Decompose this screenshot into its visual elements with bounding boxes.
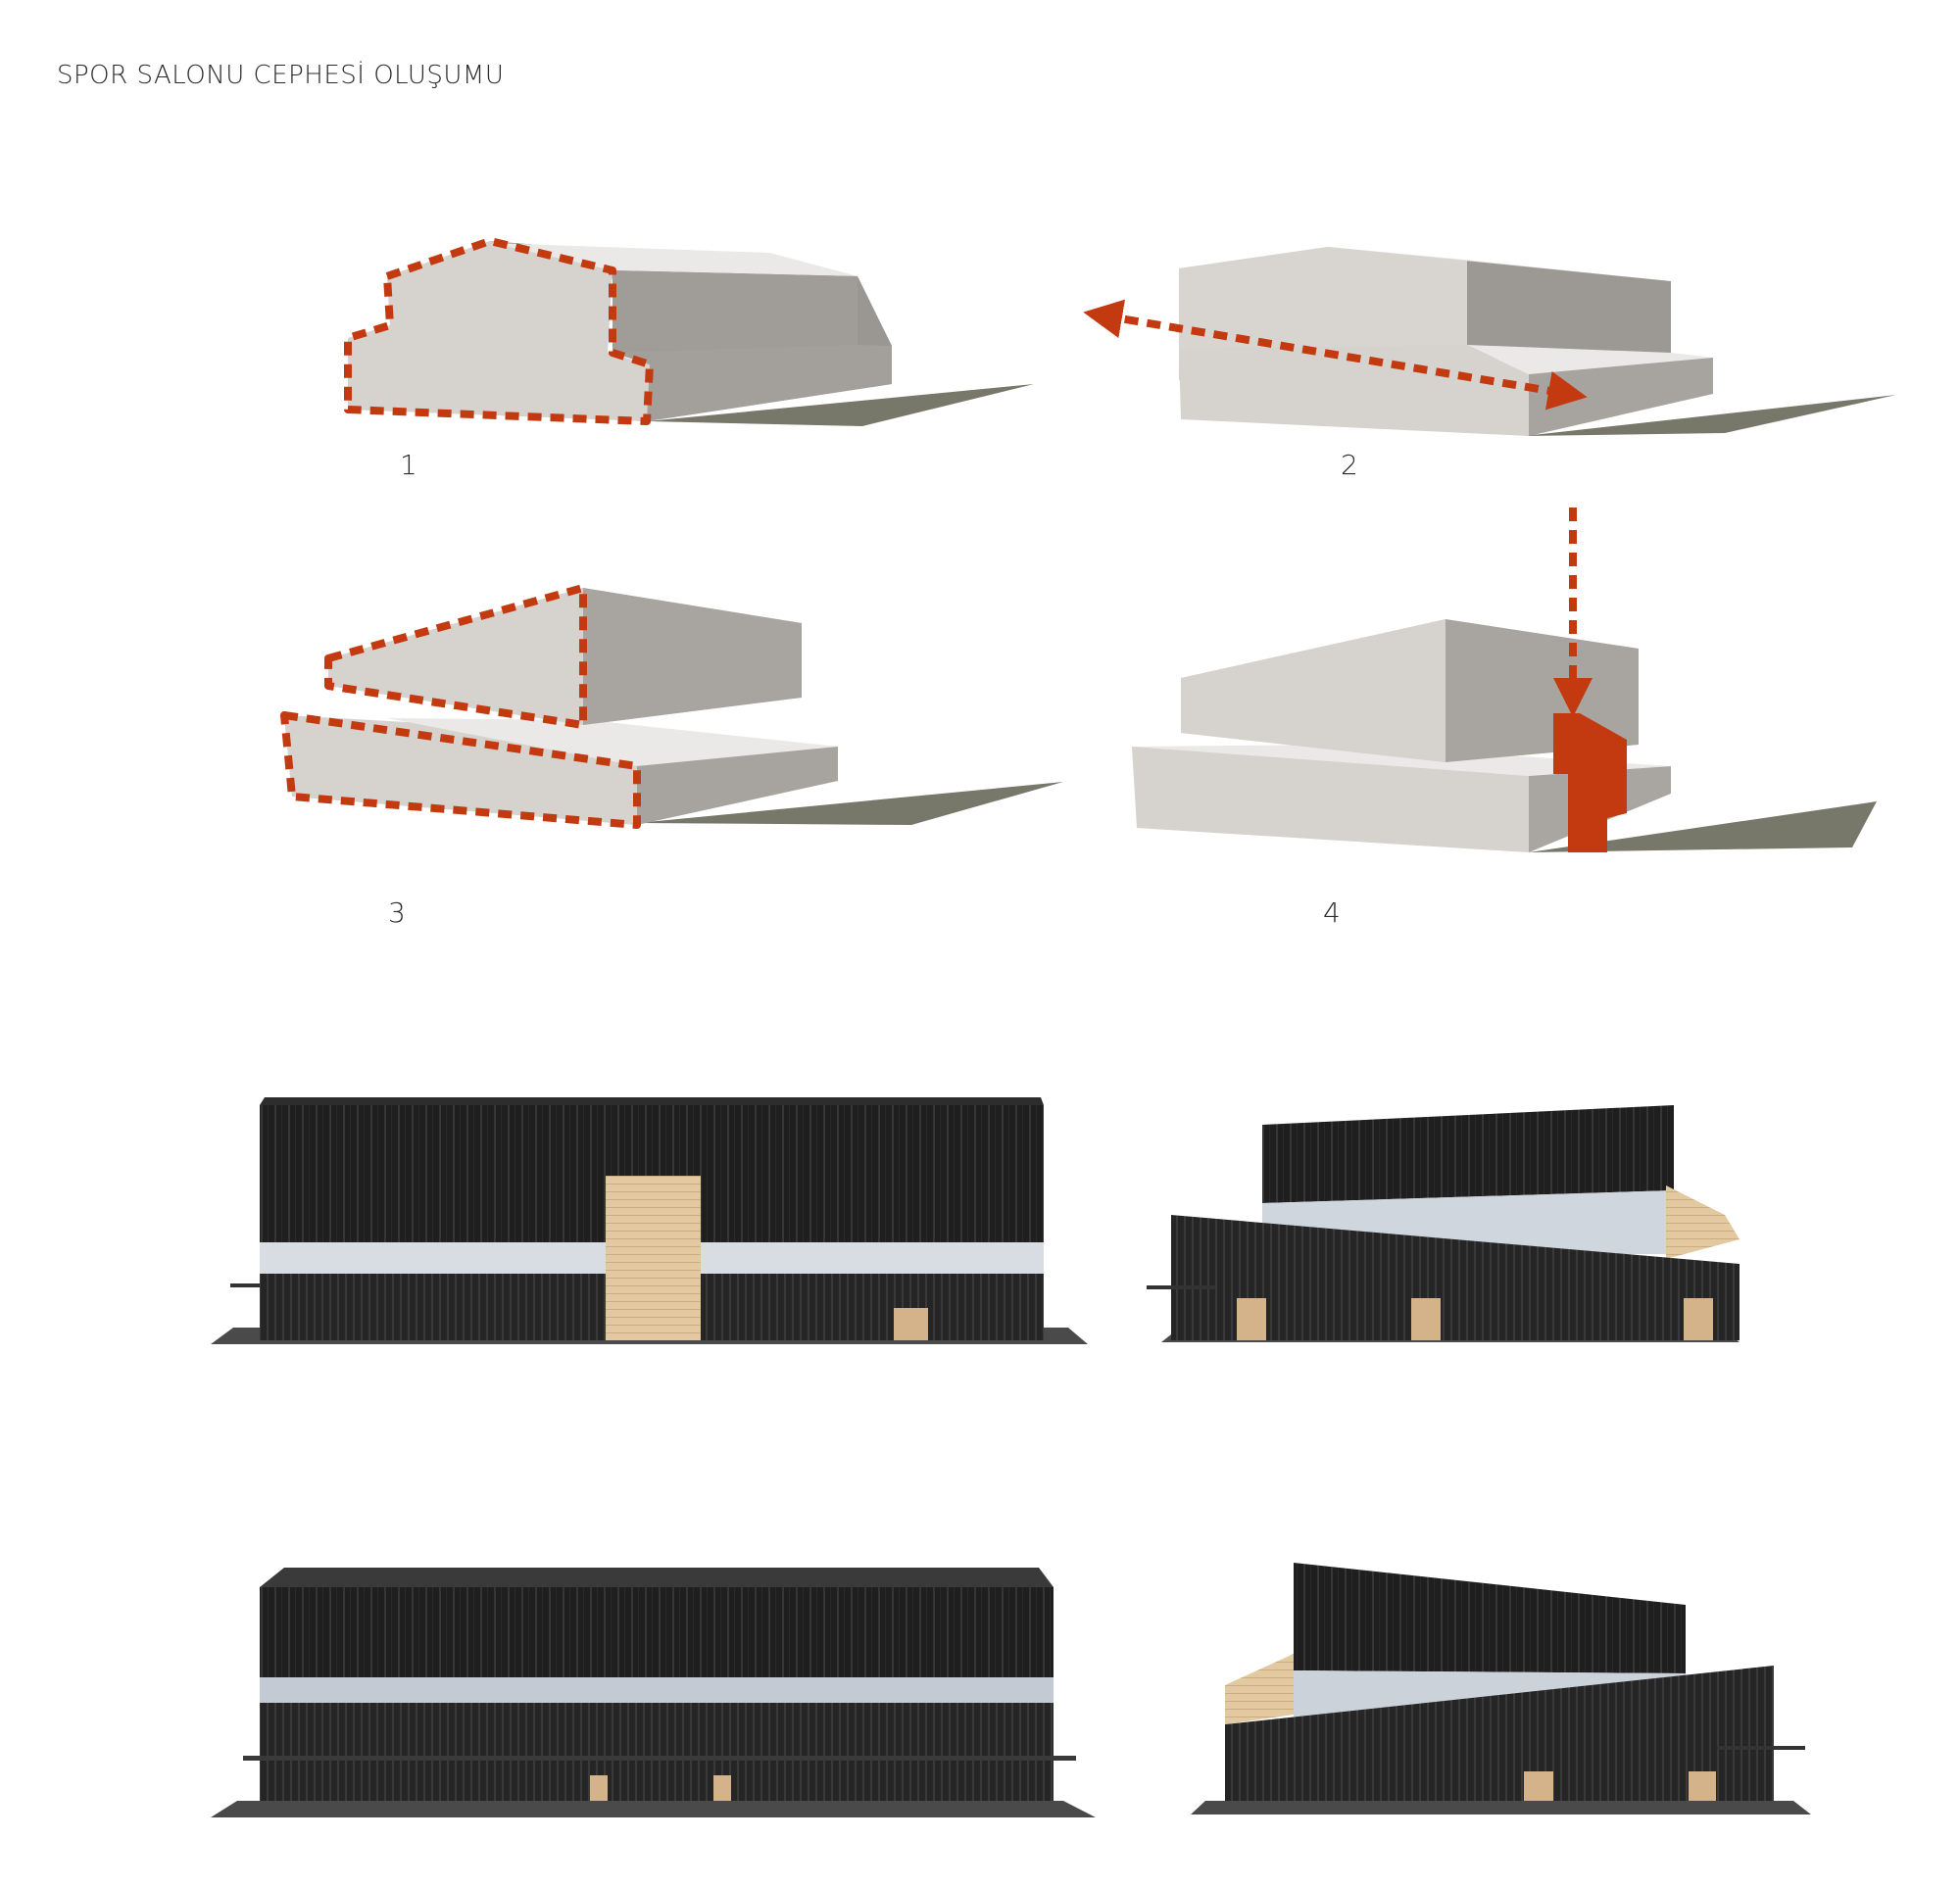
page-title: SPOR SALONU CEPHESİ OLUŞUMU [57, 61, 505, 90]
elevation-front [211, 1097, 1088, 1344]
step-3-label: 3 [388, 896, 406, 929]
elevation-rear [211, 1568, 1096, 1817]
diagram-3-massing [280, 584, 1063, 829]
diagram-2-massing [1083, 247, 1896, 436]
step-1-label: 1 [400, 449, 417, 481]
elevation-side-2 [1191, 1563, 1811, 1814]
step-4-label: 4 [1323, 896, 1341, 929]
elevation-side [1147, 1105, 1740, 1342]
step-2-label: 2 [1341, 449, 1358, 481]
diagram-4-massing [1132, 508, 1877, 852]
diagram-1-massing [344, 237, 1034, 426]
